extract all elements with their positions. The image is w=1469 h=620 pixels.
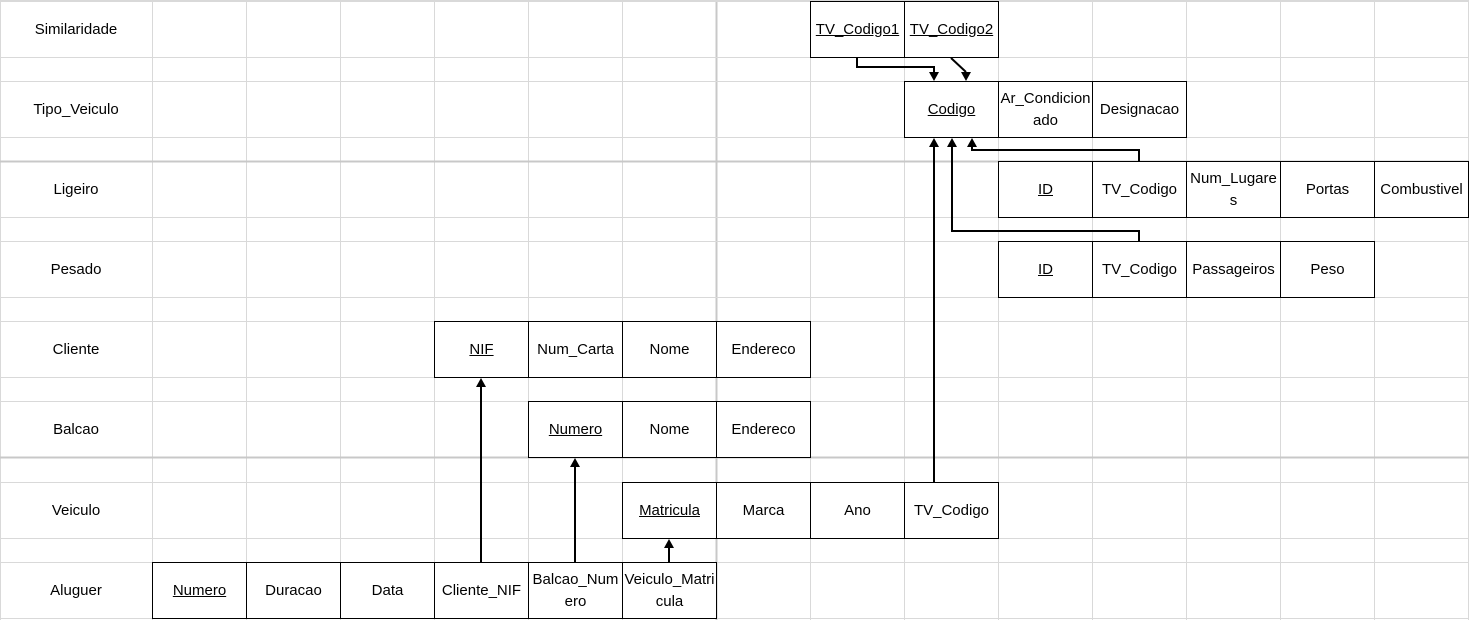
relation-label-aluguer: Aluguer: [50, 581, 102, 599]
attribute-name: Data: [371, 581, 404, 599]
fk-arrow-veiculo-tv_codigo-to-tipo-veiculo-codigo-head: [929, 138, 939, 147]
fk-arrow-ligeiro-tv_codigo-to-tipo-veiculo-codigo: [971, 147, 1140, 161]
attribute-name: Numero: [172, 581, 227, 599]
attribute-cell-cliente-num-carta: Num_Carta: [528, 321, 623, 378]
attribute-name: Peso: [1310, 260, 1345, 278]
attribute-cell-aluguer-cliente-nif: Cliente_NIF: [434, 562, 529, 619]
attribute-name: Designacao: [1099, 100, 1180, 118]
fk-arrow-similaridade-tv_codigo2-to-tipo-veiculo-codigo: [950, 57, 967, 73]
attribute-name: Veiculo_Matricula: [624, 570, 715, 610]
relation-label-ligeiro: Ligeiro: [53, 180, 99, 198]
attribute-name: Num_Lugares: [1190, 169, 1277, 209]
attribute-name: Endereco: [731, 420, 796, 438]
fk-arrow-pesado-tv_codigo-to-tipo-veiculo-codigo: [951, 147, 1140, 241]
attribute-name: Balcao_Numero: [532, 570, 619, 610]
relation-label-cliente: Cliente: [52, 340, 100, 358]
attribute-cell-aluguer-veiculo-matricula: Veiculo_Matricula: [622, 562, 717, 619]
primary-key-cell-pesado-id: ID: [998, 241, 1093, 298]
fk-arrow-aluguer-cliente_nif-to-cliente-nif-head: [476, 378, 486, 387]
primary-key-cell-aluguer-numero: Numero: [152, 562, 247, 619]
attribute-name: TV_Codigo1: [815, 20, 900, 38]
primary-key-cell-similaridade-tv-codigo1: TV_Codigo1: [810, 1, 905, 58]
relation-label-balcao: Balcao: [53, 420, 99, 438]
attribute-name: Marca: [742, 501, 785, 519]
primary-key-cell-cliente-nif: NIF: [434, 321, 529, 378]
attribute-name: Combustivel: [1380, 180, 1463, 198]
attribute-name: TV_Codigo: [1101, 180, 1178, 198]
attribute-cell-aluguer-data: Data: [340, 562, 435, 619]
attribute-name: ID: [1038, 260, 1053, 278]
primary-key-cell-balcao-numero: Numero: [528, 401, 623, 458]
attribute-cell-pesado-passageiros: Passageiros: [1186, 241, 1281, 298]
attribute-name: Codigo: [927, 100, 976, 118]
fk-arrow-aluguer-veiculo_matricula-to-veiculo-matricula-head: [664, 539, 674, 548]
attribute-cell-tipo-veiculo-ar-condicionado: Ar_Condicionado: [998, 81, 1093, 138]
attribute-name: Ano: [844, 501, 871, 519]
attribute-cell-ligeiro-num-lugares: Num_Lugares: [1186, 161, 1281, 218]
fk-arrow-similaridade-tv_codigo2-to-tipo-veiculo-codigo-head: [961, 72, 971, 81]
attribute-cell-pesado-tv-codigo: TV_Codigo: [1092, 241, 1187, 298]
attribute-name: Passageiros: [1192, 260, 1275, 278]
attribute-name: Portas: [1305, 180, 1350, 198]
fk-arrow-ligeiro-tv_codigo-to-tipo-veiculo-codigo-head: [967, 138, 977, 147]
attribute-name: TV_Codigo: [1101, 260, 1178, 278]
attribute-name: ID: [1038, 180, 1053, 198]
attribute-name: Nome: [649, 420, 690, 438]
attribute-name: TV_Codigo: [913, 501, 990, 519]
fk-arrow-aluguer-balcao_numero-to-balcao-numero-head: [570, 458, 580, 467]
attribute-cell-balcao-endereco: Endereco: [716, 401, 811, 458]
attribute-cell-ligeiro-portas: Portas: [1280, 161, 1375, 218]
attribute-name: Nome: [649, 340, 690, 358]
primary-key-cell-ligeiro-id: ID: [998, 161, 1093, 218]
relation-label-similaridade: Similaridade: [34, 20, 118, 38]
attribute-name: Num_Carta: [537, 340, 614, 358]
attribute-name: Cliente_NIF: [441, 581, 522, 599]
relation-label-tipo-veiculo: Tipo_Veiculo: [33, 100, 119, 118]
attribute-cell-aluguer-duracao: Duracao: [246, 562, 341, 619]
attribute-cell-ligeiro-combustivel: Combustivel: [1374, 161, 1469, 218]
attribute-name: Numero: [548, 420, 603, 438]
relation-label-veiculo: Veiculo: [51, 501, 101, 519]
attribute-name: NIF: [469, 340, 494, 358]
attribute-name: TV_Codigo2: [909, 20, 994, 38]
fk-arrow-similaridade-tv_codigo1-to-tipo-veiculo-codigo: [856, 58, 935, 72]
attribute-name: Matricula: [639, 501, 700, 519]
attribute-name: Endereco: [731, 340, 796, 358]
attribute-name: Duracao: [265, 581, 322, 599]
relation-label-pesado: Pesado: [50, 260, 102, 278]
attribute-cell-cliente-endereco: Endereco: [716, 321, 811, 378]
attribute-cell-veiculo-tv-codigo: TV_Codigo: [904, 482, 999, 539]
attribute-name: Ar_Condicionado: [1000, 89, 1091, 129]
fk-arrow-pesado-tv_codigo-to-tipo-veiculo-codigo-head: [947, 138, 957, 147]
attribute-cell-balcao-nome: Nome: [622, 401, 717, 458]
fk-arrow-similaridade-tv_codigo1-to-tipo-veiculo-codigo-head: [929, 72, 939, 81]
attribute-cell-veiculo-marca: Marca: [716, 482, 811, 539]
attribute-cell-tipo-veiculo-designacao: Designacao: [1092, 81, 1187, 138]
primary-key-cell-tipo-veiculo-codigo: Codigo: [904, 81, 999, 138]
attribute-cell-pesado-peso: Peso: [1280, 241, 1375, 298]
